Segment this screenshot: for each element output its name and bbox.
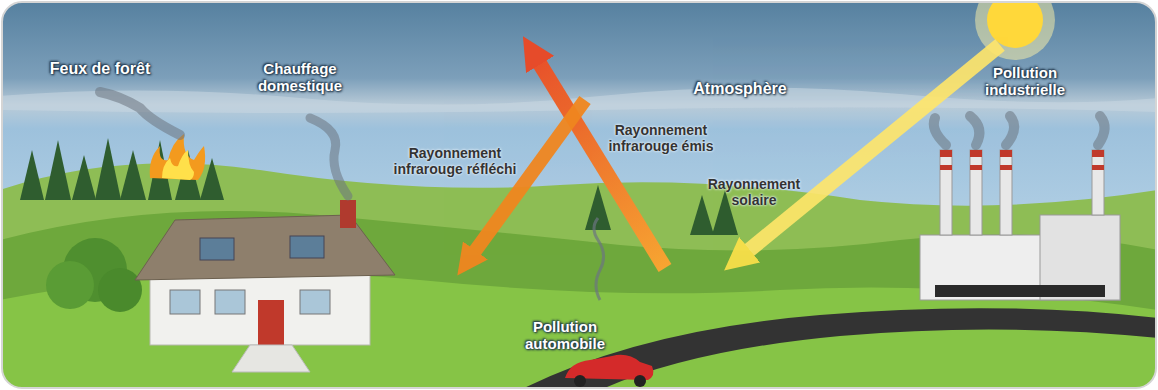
source-label: Chauffage domestique [235,60,365,95]
source-label: Pollution automobile [510,318,620,353]
radiation-label: Rayonnement infrarouge émis [605,122,717,154]
source-label: Pollution industrielle [955,64,1095,99]
radiation-label: Rayonnement infrarouge réfléchi [390,145,520,177]
radiation-label: Rayonnement solaire [698,176,810,208]
region-label: Feux de forêt [15,60,185,78]
layer-label: Atmosphère [680,80,800,98]
